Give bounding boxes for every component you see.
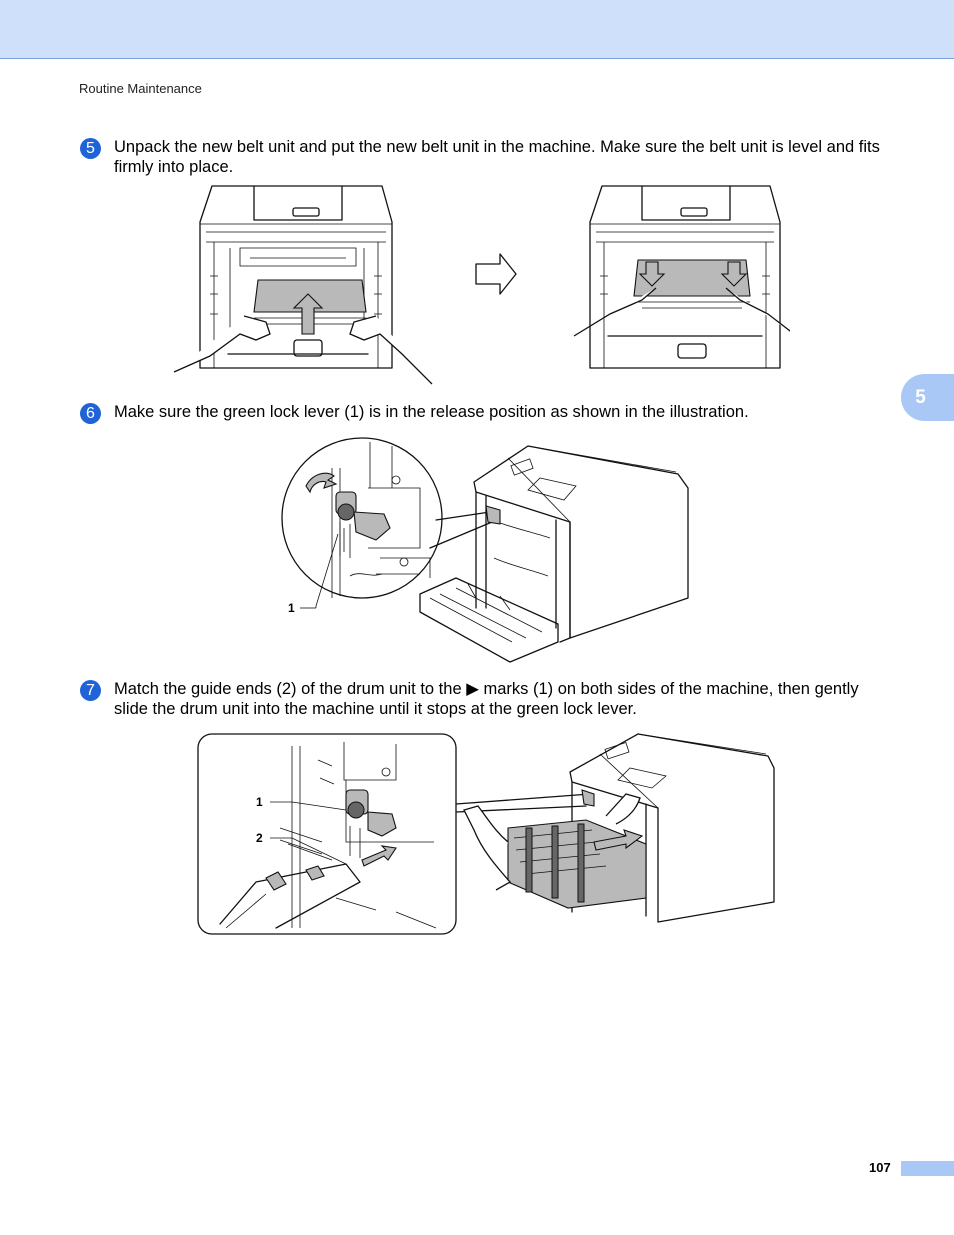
lever-closeup-circle: [281, 437, 443, 599]
printer-open-front-illustration: [173, 185, 433, 385]
step-5: 5 Unpack the new belt unit and put the n…: [80, 137, 890, 181]
arrow-right-icon: [475, 253, 517, 295]
step-text: Make sure the green lock lever (1) is in…: [114, 403, 749, 421]
chapter-tab: 5: [901, 374, 954, 421]
section-header: Routine Maintenance: [79, 81, 202, 96]
page-number: 107: [869, 1160, 891, 1175]
printer-belt-installed-illustration: [573, 185, 790, 369]
lock-lever-illustration: 1: [281, 437, 689, 663]
step-7: 7 Match the guide ends (2) of the drum u…: [80, 679, 890, 723]
step-number-badge: 7: [80, 680, 101, 701]
printer-drum-insert-illustration: [463, 733, 775, 923]
step-number-badge: 6: [80, 403, 101, 424]
belt-unit-illustration: [173, 185, 790, 385]
top-header-band: [0, 0, 954, 59]
chapter-tab-number: 5: [915, 386, 926, 408]
callout-label-1: 1: [288, 601, 295, 615]
step-6: 6 Make sure the green lock lever (1) is …: [80, 402, 890, 426]
step-text: Match the guide ends (2) of the drum uni…: [114, 680, 859, 718]
drum-unit-illustration: 1 2: [197, 733, 775, 935]
step-text: Unpack the new belt unit and put the new…: [114, 138, 880, 176]
callout-label-2: 2: [256, 831, 263, 845]
printer-open-illustration: [419, 445, 689, 663]
guide-closeup-box: [197, 733, 457, 935]
step-number-badge: 5: [80, 138, 101, 159]
callout-label-1: 1: [256, 795, 263, 809]
footer-page-bar: [901, 1161, 954, 1176]
